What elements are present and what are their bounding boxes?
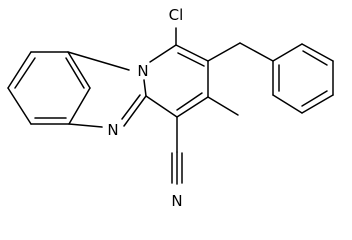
bond — [239, 42, 274, 62]
bond — [7, 51, 32, 89]
bond — [207, 42, 241, 62]
bond — [149, 44, 177, 63]
bond — [143, 79, 147, 97]
bond — [175, 44, 209, 62]
bond — [68, 123, 103, 128]
double-bond-inner — [302, 50, 328, 66]
imidazole-nitrogen-label: N — [107, 121, 118, 139]
ring-nitrogen-label: N — [137, 62, 148, 80]
structure-canvas: Cl N N N — [7, 6, 334, 210]
double-bond-inner — [121, 94, 141, 120]
chemical-structure: Cl N N N — [7, 6, 334, 210]
double-bond-inner — [177, 52, 205, 67]
bond — [301, 43, 334, 62]
chlorine-label: Cl — [169, 6, 184, 24]
phenyl-ring — [272, 43, 334, 114]
double-bond-inner — [14, 57, 36, 89]
bond — [207, 96, 239, 116]
bond — [176, 96, 209, 118]
double-bond-inner — [176, 92, 203, 111]
bond — [67, 51, 91, 89]
double-bond-inner — [301, 90, 328, 107]
pyridine-ring — [145, 44, 209, 118]
bond — [301, 94, 334, 114]
double-bond-inner — [65, 57, 85, 89]
imidazole-ring — [67, 51, 147, 128]
bond — [67, 51, 130, 71]
bond — [7, 87, 32, 125]
nitrile-nitrogen-label: N — [171, 192, 182, 210]
bond — [272, 94, 303, 114]
substituents — [171, 27, 274, 185]
bond — [123, 95, 147, 127]
benzo-ring — [7, 51, 91, 125]
bond — [272, 43, 303, 62]
bond — [68, 87, 91, 125]
bond — [145, 95, 178, 118]
